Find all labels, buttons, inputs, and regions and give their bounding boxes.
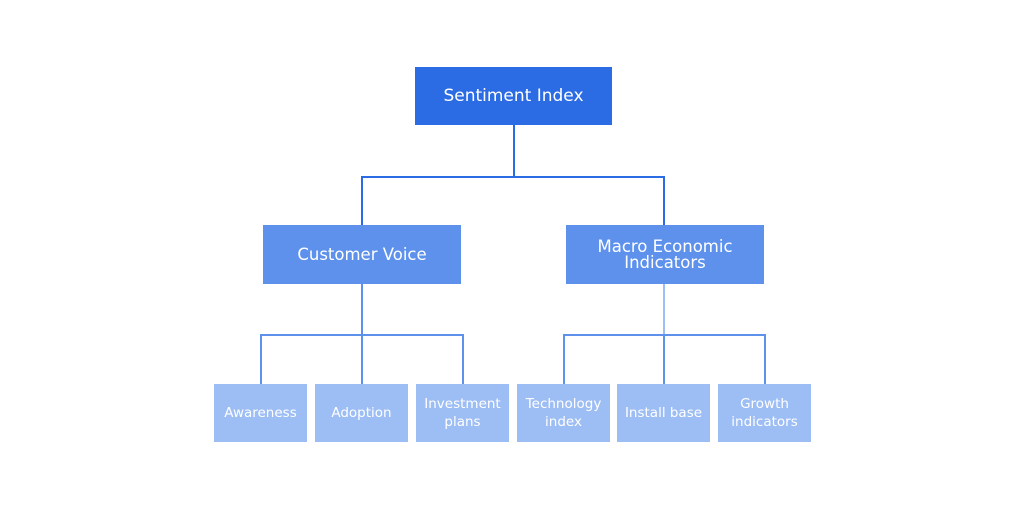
node-investment-plans: Investment plans: [416, 384, 509, 442]
node-growth-indicators: Growth indicators: [718, 384, 811, 442]
node-technology-index: Technology index: [517, 384, 610, 442]
node-adoption: Adoption: [315, 384, 408, 442]
node-label: Install base: [624, 405, 703, 421]
node-macro-economic-indicators: Macro Economic Indicators: [566, 225, 764, 284]
node-label: Customer Voice: [297, 244, 427, 264]
node-label: Technology index: [525, 396, 602, 430]
node-label: Sentiment Index: [443, 86, 584, 106]
node-label: Investment plans: [424, 396, 501, 430]
node-label: Adoption: [331, 405, 392, 421]
node-sentiment-index: Sentiment Index: [415, 67, 612, 125]
node-label: Macro Economic Indicators: [597, 236, 733, 272]
node-label: Awareness: [224, 405, 297, 421]
node-install-base: Install base: [617, 384, 710, 442]
node-awareness: Awareness: [214, 384, 307, 442]
node-customer-voice: Customer Voice: [263, 225, 461, 284]
node-label: Growth indicators: [731, 396, 798, 430]
